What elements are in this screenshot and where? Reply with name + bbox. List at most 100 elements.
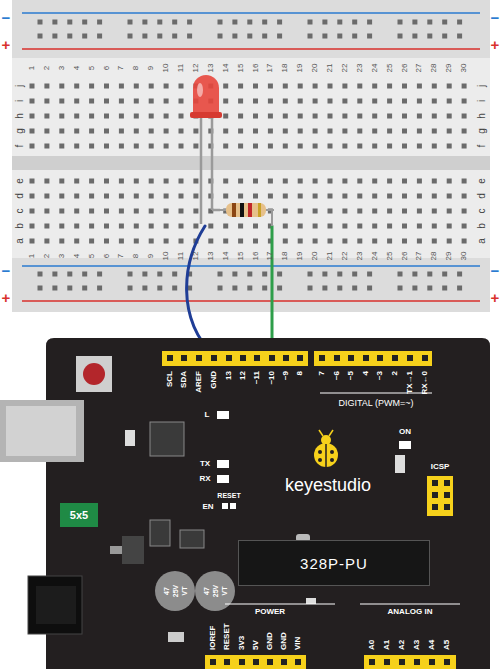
hole [357, 209, 362, 214]
hole [268, 144, 273, 149]
hole [149, 144, 154, 149]
hole [369, 659, 375, 665]
hole [247, 272, 252, 277]
hole [239, 659, 245, 665]
pin-label: A1 [383, 640, 391, 650]
hole [119, 129, 124, 134]
row-letter: e [477, 178, 487, 184]
hole [402, 239, 407, 244]
hole [44, 209, 49, 214]
hole [104, 224, 109, 229]
hole [89, 224, 94, 229]
hole [387, 224, 392, 229]
hole [337, 20, 342, 25]
dc-jack [28, 576, 82, 634]
hole [179, 114, 184, 119]
led-leg [200, 198, 203, 224]
hole [104, 239, 109, 244]
hole [59, 209, 64, 214]
hole [30, 129, 35, 134]
hole [277, 20, 282, 25]
hole [328, 224, 333, 229]
hole [402, 114, 407, 119]
column-number: 14 [222, 252, 230, 261]
hole [444, 659, 450, 665]
hole [38, 20, 43, 25]
hole [268, 84, 273, 89]
led-leg [211, 112, 214, 210]
hole [337, 272, 342, 277]
hole [277, 286, 282, 291]
resistor-lead [212, 209, 220, 212]
hole [164, 239, 169, 244]
signal-wire [271, 226, 274, 356]
hole [247, 20, 252, 25]
hole [298, 239, 303, 244]
led-label: ON [399, 428, 411, 436]
hole [119, 179, 124, 184]
hole [417, 239, 422, 244]
hole [432, 129, 437, 134]
column-number: 4 [73, 254, 81, 258]
hole [447, 84, 452, 89]
hole [262, 34, 267, 39]
hole [427, 272, 432, 277]
hole [342, 129, 347, 134]
row-letter: j [477, 85, 487, 87]
hole [267, 659, 273, 665]
hole [157, 272, 162, 277]
column-number: 11 [177, 64, 185, 72]
hole [208, 224, 213, 229]
column-number: 12 [192, 252, 200, 261]
hole [432, 84, 437, 89]
capacitor-label: 47 [203, 587, 210, 595]
hole [367, 34, 372, 39]
column-number: 1 [28, 254, 36, 258]
hole [417, 84, 422, 89]
regulator [180, 530, 204, 548]
hole [223, 84, 228, 89]
hole [149, 209, 154, 214]
hole [298, 194, 303, 199]
capacitor-label: VT [181, 587, 188, 596]
pin-header [364, 655, 456, 669]
hole [298, 209, 303, 214]
hole [74, 114, 79, 119]
row-letter: a [15, 238, 25, 244]
hole [142, 286, 147, 291]
hole [387, 239, 392, 244]
hole [238, 144, 243, 149]
rail-sign: + [2, 290, 11, 305]
row-letter: g [15, 128, 25, 134]
hole [342, 194, 347, 199]
hole [238, 114, 243, 119]
hole [179, 209, 184, 214]
hole [193, 144, 198, 149]
hole [218, 272, 223, 277]
hole [277, 272, 282, 277]
hole [268, 99, 273, 104]
hole [308, 286, 313, 291]
hole [447, 129, 452, 134]
hole [414, 659, 420, 665]
hole [328, 209, 333, 214]
column-number: 3 [58, 66, 66, 70]
hole [82, 34, 87, 39]
hole [283, 99, 288, 104]
hole [89, 239, 94, 244]
usb-port-face [6, 406, 76, 456]
hole [226, 355, 232, 361]
column-number: 10 [162, 252, 170, 261]
hole [342, 179, 347, 184]
row-letter: f [477, 145, 487, 148]
hole [89, 179, 94, 184]
pin-label: 3V3 [238, 636, 246, 650]
hole [119, 209, 124, 214]
pin-label: GND [210, 371, 218, 389]
pin-label: AREF [195, 371, 203, 393]
hole [295, 659, 301, 665]
voltage-regulator [122, 536, 144, 564]
hole [59, 239, 64, 244]
hole [357, 179, 362, 184]
hole [224, 659, 230, 665]
